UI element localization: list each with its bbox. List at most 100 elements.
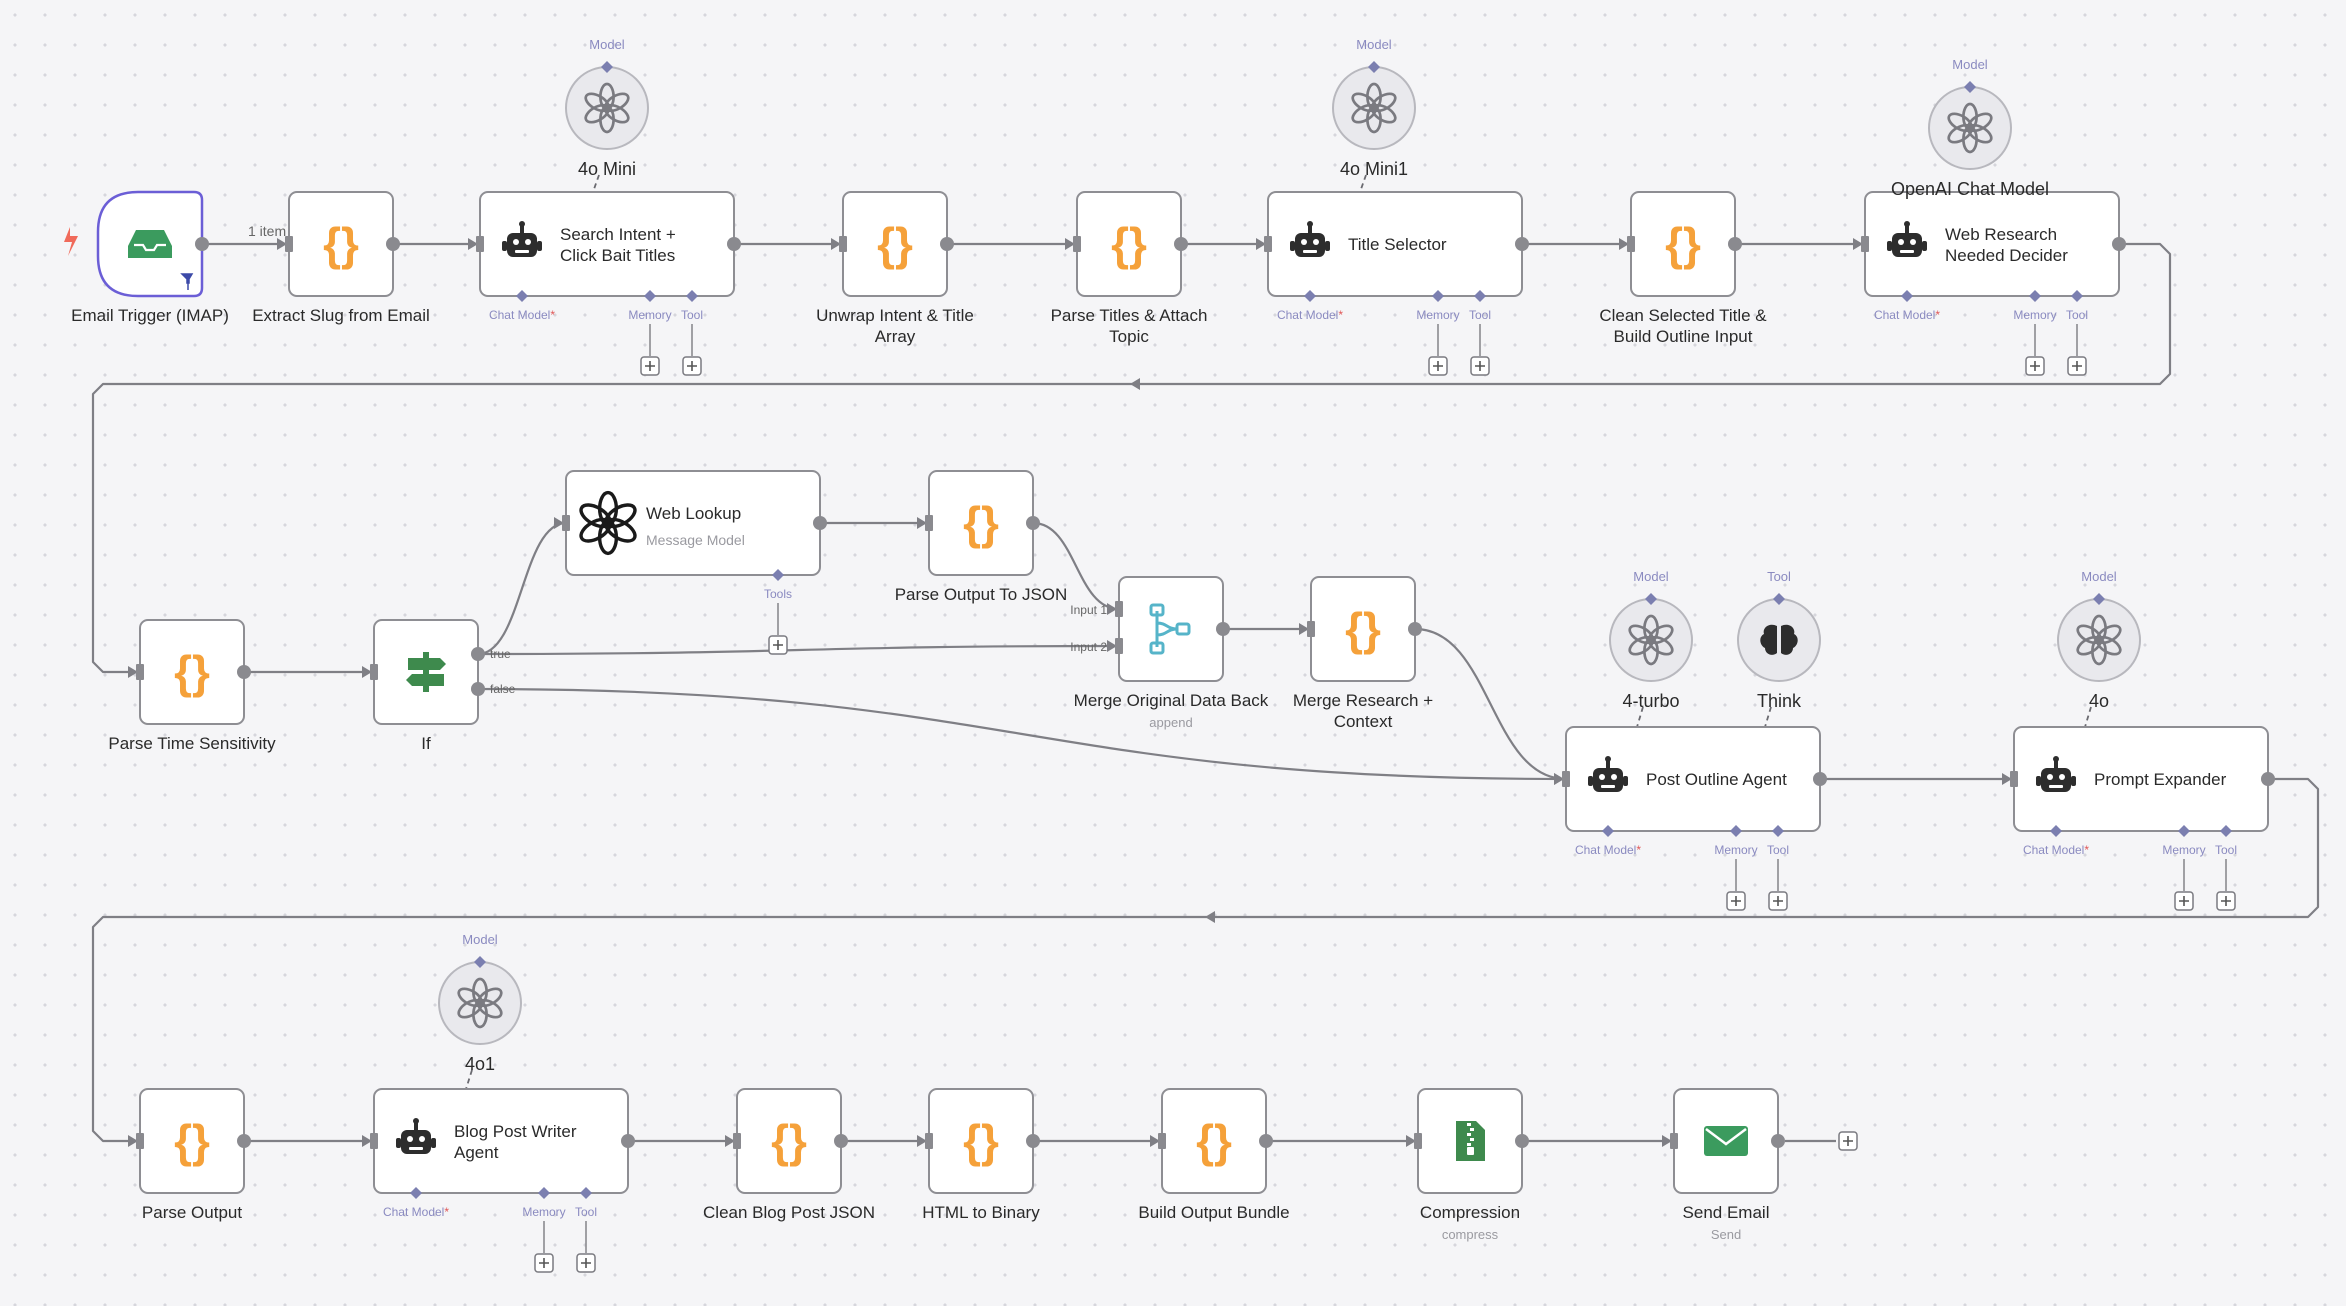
input-handle[interactable]: [562, 515, 570, 531]
connection-parsejson-merge[interactable]: [1032, 521, 1120, 611]
add-subnode-button[interactable]: [1726, 891, 1746, 911]
output-handle-false[interactable]: [471, 682, 485, 696]
model-port[interactable]: [1964, 81, 1976, 93]
add-subnode-button[interactable]: [1838, 1131, 1858, 1151]
connection-if-true-weblookup[interactable]: [477, 521, 567, 656]
output-handle[interactable]: [2261, 772, 2275, 786]
input-handle[interactable]: [925, 515, 933, 531]
input-handle[interactable]: [1073, 236, 1081, 252]
tools-port[interactable]: [772, 569, 784, 581]
output-handle[interactable]: [727, 237, 741, 251]
memory-port[interactable]: [1730, 825, 1742, 837]
connection-mergeres-outline[interactable]: [1414, 627, 1567, 781]
input-handle[interactable]: [1115, 601, 1123, 617]
node-clean[interactable]: {}Clean Selected Title &Build Outline In…: [1599, 191, 1767, 346]
chat-model-port[interactable]: [410, 1187, 422, 1199]
memory-port[interactable]: [644, 290, 656, 302]
output-handle[interactable]: [1259, 1134, 1273, 1148]
output-handle[interactable]: [1515, 1134, 1529, 1148]
output-handle[interactable]: [1026, 1134, 1040, 1148]
output-handle[interactable]: [2112, 237, 2126, 251]
output-handle-true[interactable]: [471, 647, 485, 661]
input-handle[interactable]: [136, 1133, 144, 1149]
connection-if-true-merge[interactable]: [477, 644, 1120, 656]
add-subnode-button[interactable]: [2216, 891, 2236, 911]
connection-expander-parseout[interactable]: [91, 777, 2320, 1143]
input-handle[interactable]: [925, 1133, 933, 1149]
add-subnode-button[interactable]: [768, 635, 788, 655]
input-handle[interactable]: [1670, 1133, 1678, 1149]
input-handle[interactable]: [1307, 621, 1315, 637]
input-handle[interactable]: [733, 1133, 741, 1149]
memory-port[interactable]: [538, 1187, 550, 1199]
tool-port[interactable]: [580, 1187, 592, 1199]
node-extract[interactable]: {}Extract Slug from Email: [252, 191, 430, 325]
output-handle[interactable]: [386, 237, 400, 251]
memory-port[interactable]: [1432, 290, 1444, 302]
add-subnode-button[interactable]: [534, 1253, 554, 1273]
output-handle[interactable]: [813, 516, 827, 530]
output-handle[interactable]: [834, 1134, 848, 1148]
chat-model-port[interactable]: [516, 290, 528, 302]
output-handle[interactable]: [237, 1134, 251, 1148]
tool-port[interactable]: [1474, 290, 1486, 302]
add-subnode-button[interactable]: [1470, 356, 1490, 376]
chat-model-port[interactable]: [1304, 290, 1316, 302]
input-handle[interactable]: [136, 664, 144, 680]
model-port[interactable]: [601, 61, 613, 73]
model-port[interactable]: [1645, 593, 1657, 605]
add-subnode-button[interactable]: [2067, 356, 2087, 376]
output-handle[interactable]: [1771, 1134, 1785, 1148]
input-handle[interactable]: [476, 236, 484, 252]
input-handle[interactable]: [839, 236, 847, 252]
tool-port[interactable]: [686, 290, 698, 302]
input-handle[interactable]: [2010, 771, 2018, 787]
chat-model-port[interactable]: [1901, 290, 1913, 302]
memory-port[interactable]: [2178, 825, 2190, 837]
output-handle[interactable]: [1408, 622, 1422, 636]
node-email[interactable]: Email Trigger (IMAP): [64, 190, 229, 325]
input-handle[interactable]: [1115, 638, 1123, 654]
add-subnode-button[interactable]: [682, 356, 702, 376]
model-port[interactable]: [1368, 61, 1380, 73]
add-subnode-button[interactable]: [576, 1253, 596, 1273]
output-handle[interactable]: [1174, 237, 1188, 251]
output-handle[interactable]: [1515, 237, 1529, 251]
model-port[interactable]: [474, 956, 486, 968]
input-handle[interactable]: [1861, 236, 1869, 252]
chat-model-port[interactable]: [2050, 825, 2062, 837]
input-handle[interactable]: [370, 1133, 378, 1149]
output-handle[interactable]: [940, 237, 954, 251]
node-cleanblog[interactable]: {}Clean Blog Post JSON: [703, 1088, 875, 1222]
model-port[interactable]: [2093, 593, 2105, 605]
input-handle[interactable]: [370, 664, 378, 680]
tool-port[interactable]: [2071, 290, 2083, 302]
add-subnode-button[interactable]: [2025, 356, 2045, 376]
add-subnode-button[interactable]: [1768, 891, 1788, 911]
output-handle[interactable]: [1813, 772, 1827, 786]
node-bundle[interactable]: {}Build Output Bundle: [1138, 1088, 1290, 1222]
chat-model-port[interactable]: [1602, 825, 1614, 837]
output-handle[interactable]: [237, 665, 251, 679]
output-handle[interactable]: [1216, 622, 1230, 636]
node-parsejson[interactable]: {}Parse Output To JSON: [895, 470, 1068, 604]
input-handle[interactable]: [1264, 236, 1272, 252]
tool-port[interactable]: [2220, 825, 2232, 837]
